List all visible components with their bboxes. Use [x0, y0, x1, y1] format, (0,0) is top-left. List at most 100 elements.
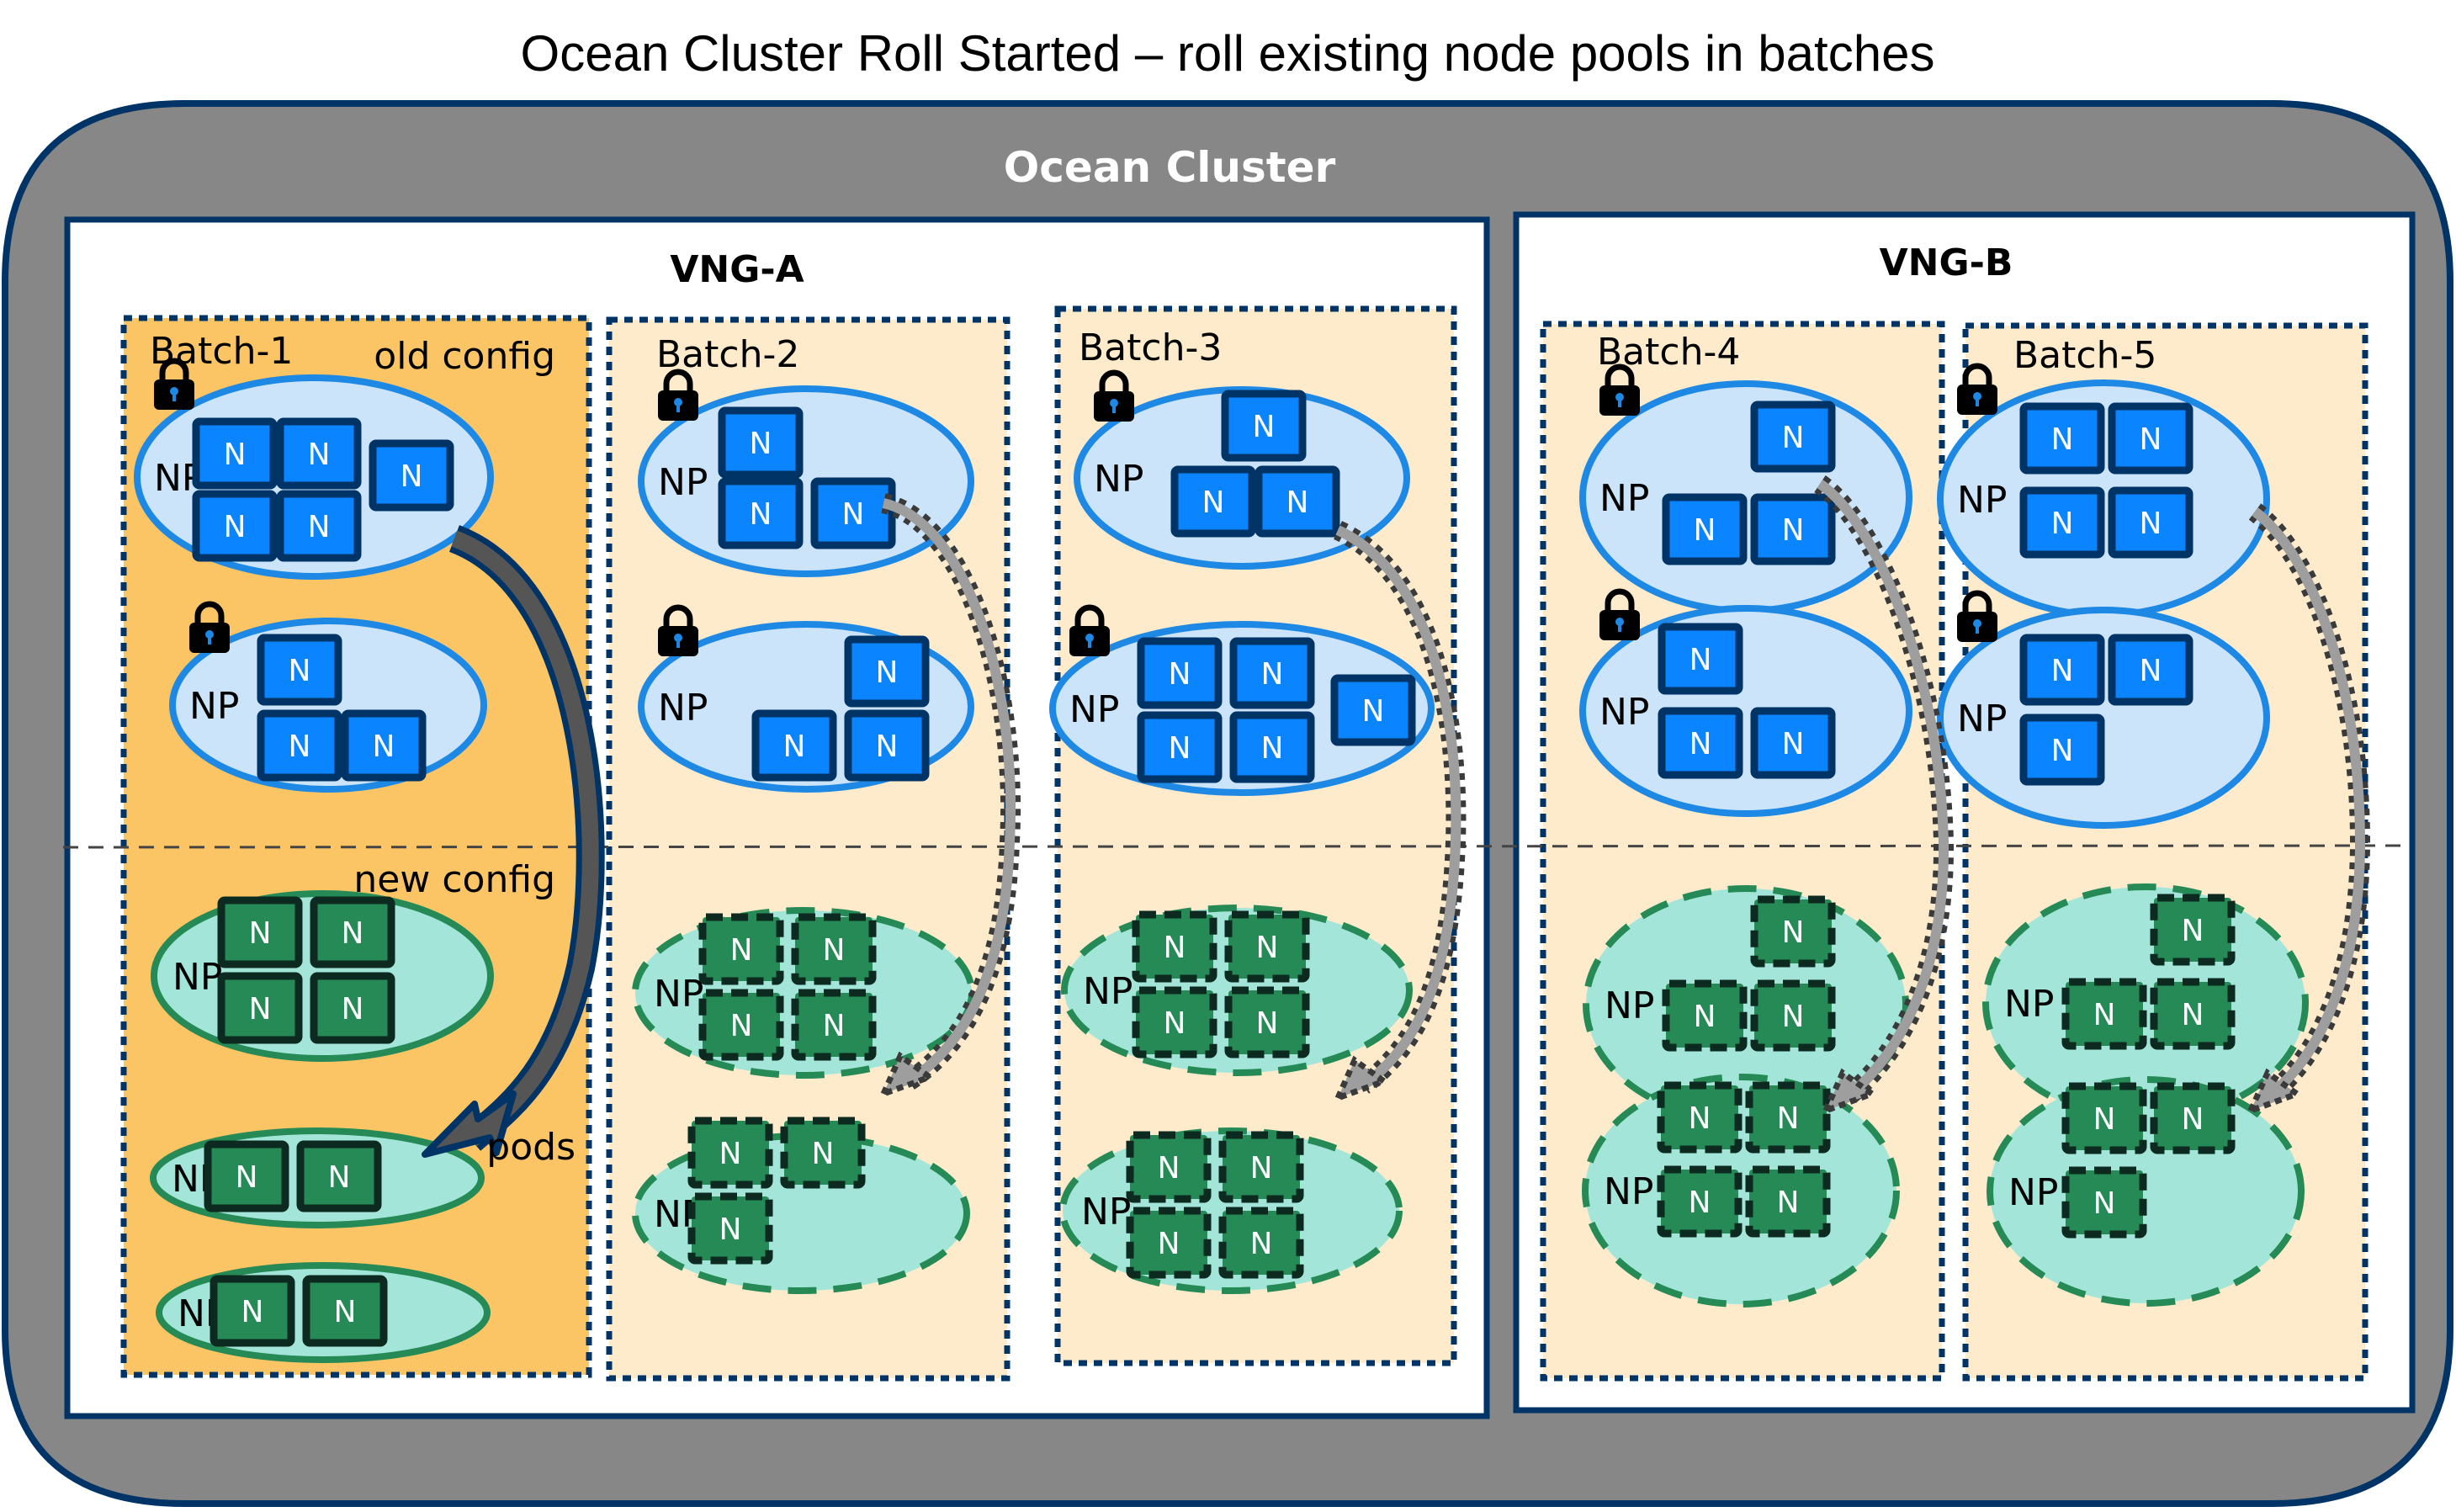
lock-icon	[189, 601, 230, 653]
node: N	[2061, 978, 2147, 1050]
node: N	[2108, 634, 2193, 706]
lock-icon	[1599, 363, 1640, 416]
node-box	[217, 972, 303, 1044]
node: N	[2150, 978, 2236, 1050]
node: N	[2019, 486, 2105, 559]
node-box	[204, 1140, 289, 1212]
lock-shackle	[1605, 363, 1635, 387]
node: N	[844, 709, 930, 782]
node-label: N	[823, 1009, 846, 1043]
node-box	[1750, 707, 1836, 779]
node: N	[1750, 493, 1836, 565]
node: N	[1218, 1207, 1304, 1279]
node-box	[1132, 986, 1217, 1058]
pod-migration-arrow	[422, 525, 605, 1158]
lock-keyhole	[1973, 392, 1981, 401]
node: N	[1657, 1165, 1743, 1238]
node: N	[1132, 986, 1217, 1058]
node-box	[310, 972, 395, 1044]
node: N	[791, 913, 877, 985]
node-box	[210, 1275, 295, 1347]
node-box	[2108, 402, 2193, 475]
lock-shackle	[1099, 369, 1129, 393]
node-label: N	[1256, 1006, 1279, 1041]
node: N	[1657, 1081, 1743, 1154]
node: N	[1170, 465, 1256, 538]
node-label: N	[2182, 914, 2204, 948]
node-box	[698, 989, 784, 1061]
node: N	[698, 913, 784, 985]
node: N	[1229, 637, 1315, 709]
node: N	[810, 477, 896, 549]
node: N	[302, 1275, 388, 1347]
node-label: N	[823, 933, 846, 968]
node-box	[2108, 486, 2193, 559]
node-box	[1137, 637, 1223, 709]
pending-migration-arrow	[2245, 503, 2371, 1117]
node-box	[1750, 493, 1836, 565]
node-box	[1657, 1165, 1743, 1238]
node: N	[687, 1192, 773, 1265]
node: N	[341, 709, 427, 782]
node-box	[1218, 1131, 1304, 1203]
node-box	[687, 1192, 773, 1265]
node-box	[369, 439, 454, 512]
node-label: N	[719, 1137, 742, 1171]
node: N	[257, 634, 342, 706]
node: N	[276, 490, 362, 562]
node-label: N	[1158, 1227, 1180, 1261]
node-label: N	[289, 654, 311, 688]
node-pool-label: NP	[172, 956, 222, 999]
lock-icon	[1094, 369, 1134, 422]
node-label: N	[1782, 915, 1805, 950]
node-box	[1745, 1165, 1831, 1238]
node-box	[698, 913, 784, 985]
node: N	[2108, 402, 2193, 475]
arrow-shaft	[1817, 480, 1949, 1098]
pending-migration-arrow	[1813, 475, 1955, 1117]
arrows-layer	[422, 475, 2371, 1158]
lock-shackle	[663, 604, 693, 628]
lock-keyhole	[1085, 634, 1094, 642]
node-box	[718, 406, 804, 479]
old-config-label: old config	[374, 335, 555, 378]
node: N	[1658, 623, 1743, 695]
node: N	[698, 989, 784, 1061]
node-label: N	[812, 1137, 835, 1171]
node: N	[1218, 1131, 1304, 1203]
node-label: N	[2093, 998, 2116, 1032]
node-box	[1224, 986, 1310, 1058]
node-box	[718, 477, 804, 549]
node-box	[2150, 894, 2236, 966]
lock-keyhole	[1110, 399, 1118, 407]
node-label: N	[719, 1212, 742, 1247]
new-config-label: new config	[353, 858, 555, 901]
node: N	[2150, 1082, 2236, 1154]
node-pool-label: NP	[1604, 1170, 1653, 1213]
node-pool-label: NP	[1081, 1191, 1131, 1233]
node-box	[296, 1140, 382, 1212]
arrow-head	[878, 1051, 936, 1100]
node-label: N	[342, 916, 364, 951]
node-box	[1662, 493, 1748, 565]
node-pool-label: NP	[1957, 698, 2007, 740]
vng-a-label: VNG-A	[670, 248, 804, 291]
arrow-head	[422, 1090, 517, 1158]
node-label: N	[2051, 422, 2074, 457]
node: N	[780, 1117, 866, 1189]
lock-icon	[1957, 590, 1997, 642]
node-box	[687, 1117, 773, 1189]
lock-keyhole	[1973, 619, 1981, 628]
node: N	[257, 709, 342, 782]
node-label: N	[2182, 1102, 2204, 1137]
node: N	[2019, 634, 2105, 706]
lock-keyhole-slot	[1976, 398, 1979, 406]
